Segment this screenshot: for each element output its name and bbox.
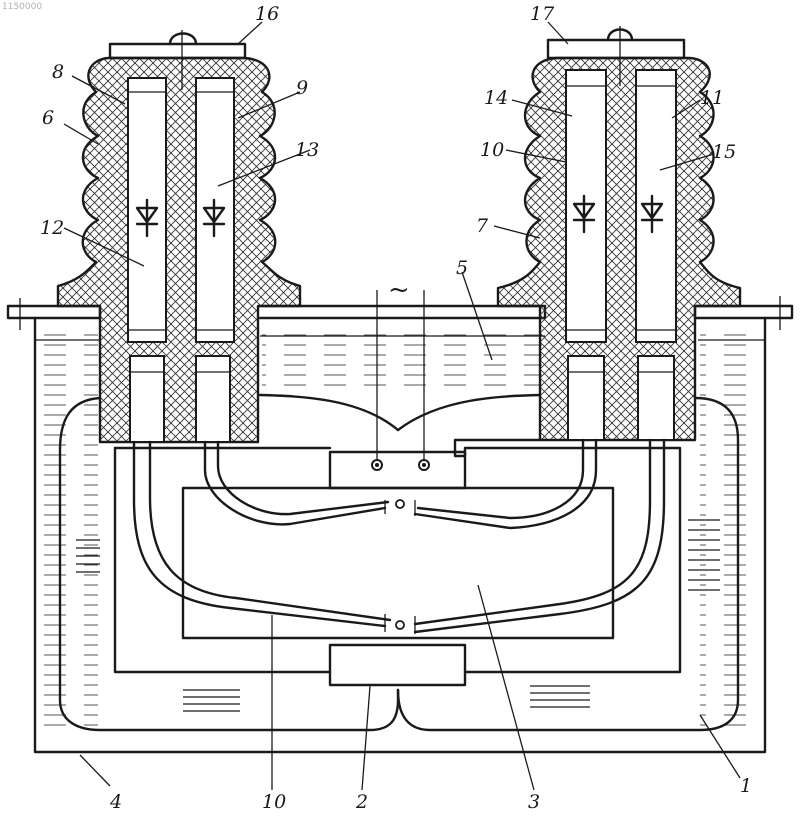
label-10-top: 10 bbox=[480, 139, 504, 161]
label-3: 3 bbox=[528, 791, 540, 813]
label-9: 9 bbox=[296, 77, 308, 99]
label-10-bottom: 10 bbox=[262, 791, 286, 813]
label-6: 6 bbox=[42, 107, 54, 129]
leads bbox=[134, 440, 664, 634]
label-12: 12 bbox=[40, 217, 64, 239]
label-8: 8 bbox=[52, 61, 64, 83]
label-2: 2 bbox=[355, 791, 368, 813]
label-17: 17 bbox=[530, 3, 555, 25]
stamp-text: 1150000 bbox=[2, 2, 42, 12]
label-1: 1 bbox=[740, 775, 752, 797]
label-15: 15 bbox=[712, 141, 736, 163]
label-4: 4 bbox=[109, 791, 122, 813]
label-16: 16 bbox=[255, 3, 279, 25]
label-13: 13 bbox=[295, 139, 319, 161]
label-11: 11 bbox=[700, 87, 724, 109]
label-5: 5 bbox=[456, 257, 468, 279]
label-7: 7 bbox=[476, 215, 489, 237]
ac-symbol: ~ bbox=[388, 275, 410, 305]
label-14: 14 bbox=[484, 87, 508, 109]
